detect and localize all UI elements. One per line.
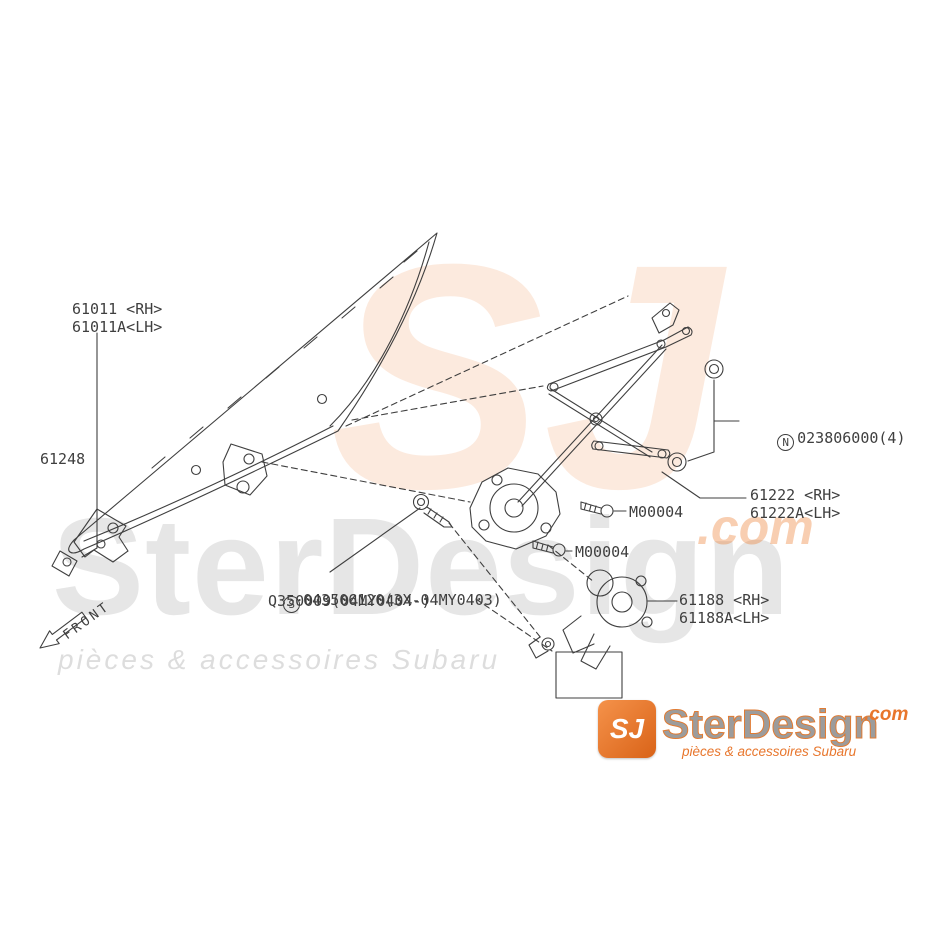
sj-logo-icon: SJ: [598, 700, 656, 758]
circled-s-symbol: S: [283, 596, 301, 613]
regulator-arms: [517, 344, 667, 507]
logo-domain-text: .com: [864, 704, 909, 725]
label-motor-rh: 61188 <RH>: [679, 591, 770, 609]
label-bolt-lower: M00004: [575, 543, 630, 561]
glass-hatching: [151, 250, 418, 469]
front-direction-arrow: [39, 611, 87, 649]
label-glass-run: 61248: [40, 450, 86, 468]
power-window-motor: [562, 569, 653, 670]
screw-s-q: [412, 493, 453, 528]
bolt-m00004-lower: [532, 540, 566, 557]
bolt-m00004-upper: [580, 501, 614, 518]
circled-n-symbol: N: [777, 434, 795, 451]
label-motor-lh: 61188A<LH>: [679, 609, 770, 627]
regulator-lower-rail: [591, 440, 671, 459]
logo-tagline-text: pièces & accessoires Subaru: [682, 744, 857, 759]
label-bolt-upper: M00004: [629, 503, 684, 521]
label-glass-lh: 61011A<LH>: [72, 318, 163, 336]
label-screw-late: Q350009(04MY0404-): [268, 592, 431, 610]
flange-nut-lower: [667, 452, 687, 472]
label-regulator-rh: 61222 <RH>: [750, 486, 841, 504]
glass-bracket-rear: [222, 443, 268, 496]
sterdesign-logo: SJ SterDesign .com pièces & accessoires …: [596, 696, 926, 766]
regulator-upper-rail: [546, 302, 693, 392]
leader-lines: [81, 332, 747, 602]
label-regulator-lh: 61222A<LH>: [750, 504, 841, 522]
lower-bracket: [528, 636, 623, 699]
door-glass-outline: [68, 232, 438, 554]
logo-brand-text: SterDesign: [661, 701, 879, 747]
glass-mount-holes: [190, 393, 328, 476]
screw-part-number-early: 043506120(3X-04MY0403): [303, 591, 502, 609]
label-glass-rh: 61011 <RH>: [72, 300, 163, 318]
assembly-dashes: [261, 295, 629, 652]
nut-part-number: 023806000(4): [797, 429, 906, 447]
regulator-plate: [469, 467, 561, 550]
glass-bracket-tip: [51, 550, 78, 577]
flange-nut-upper: [704, 359, 724, 379]
